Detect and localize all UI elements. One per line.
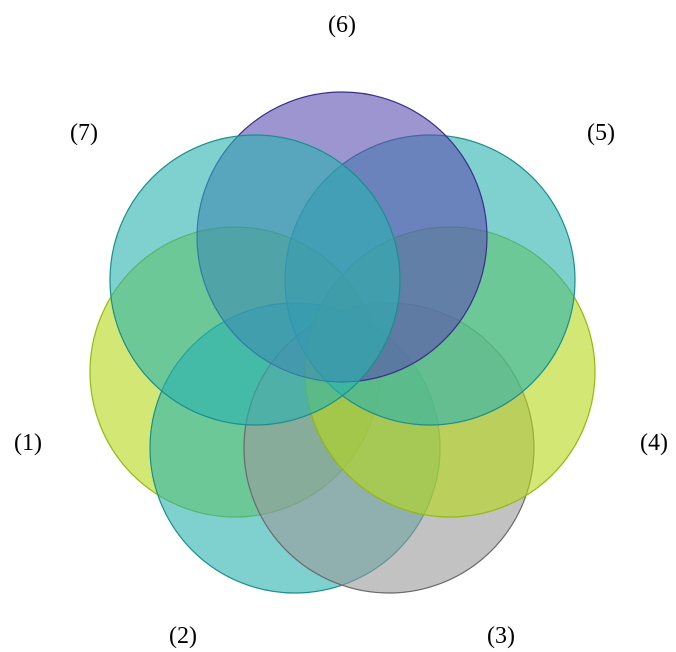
venn-circles [89, 91, 596, 594]
venn-labels: (1) (2) (3) (4) (5) (6) (7) [14, 12, 668, 649]
venn-circle-set-7 [109, 134, 401, 426]
venn-label-set-7: (7) [70, 120, 98, 146]
venn-label-set-1: (1) [14, 430, 42, 456]
venn-label-set-5: (5) [587, 120, 615, 146]
venn-label-set-4: (4) [640, 430, 668, 456]
venn-label-set-6: (6) [328, 12, 356, 38]
venn-label-set-3: (3) [487, 623, 515, 649]
venn-label-set-2: (2) [169, 623, 197, 649]
